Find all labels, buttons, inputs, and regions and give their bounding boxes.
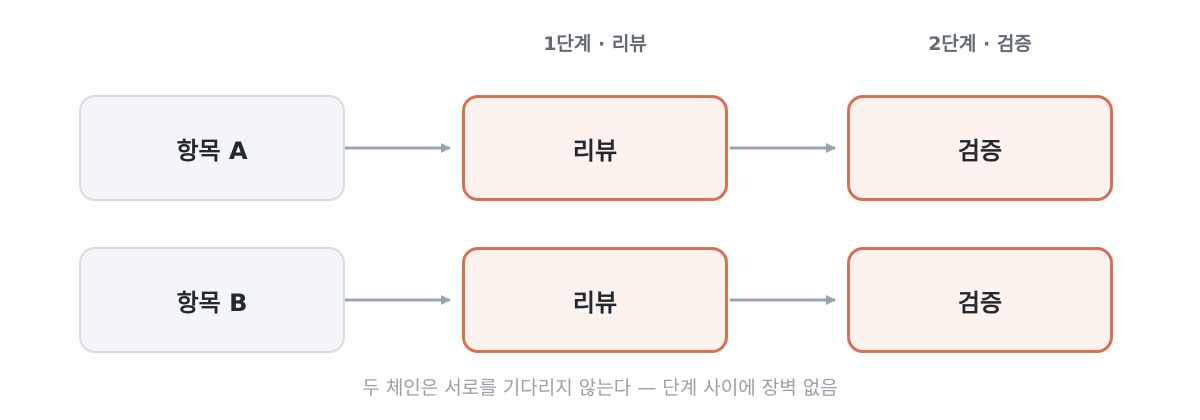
node-review-b: 리뷰 xyxy=(462,247,728,353)
node-verify-a: 검증 xyxy=(847,95,1113,201)
node-item-a: 항목 A xyxy=(79,95,345,201)
stage-label-verify: 2단계 · 검증 xyxy=(928,33,1032,55)
stage-label-review: 1단계 · 리뷰 xyxy=(543,33,647,55)
node-verify-b: 검증 xyxy=(847,247,1113,353)
node-item-b: 항목 B xyxy=(79,247,345,353)
footer-note: 두 체인은 서로를 기다리지 않는다 — 단계 사이에 장벽 없음 xyxy=(362,377,838,399)
node-review-a: 리뷰 xyxy=(462,95,728,201)
